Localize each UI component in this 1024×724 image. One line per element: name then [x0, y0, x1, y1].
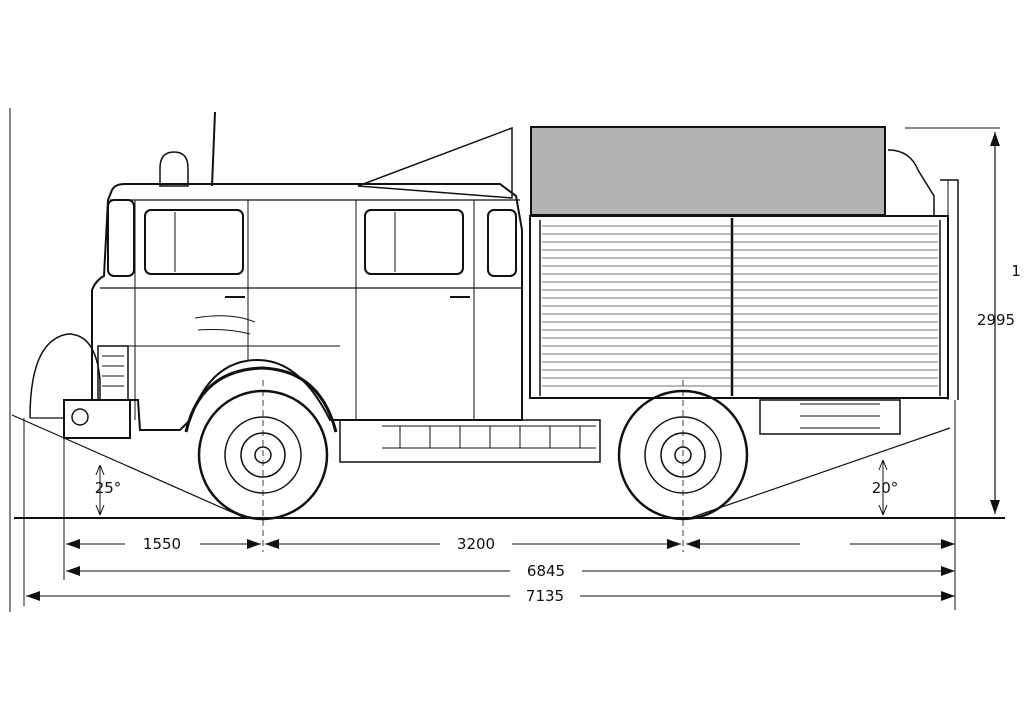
- height-label: 2995: [977, 311, 1015, 329]
- front-fender: [184, 366, 338, 433]
- departure-angle-lines: [689, 427, 951, 519]
- truck: [29, 111, 959, 463]
- redaction-box: [530, 126, 886, 216]
- height-dimension: [905, 127, 1000, 514]
- front-grille: [97, 345, 129, 401]
- front-overhang-label: 1550: [143, 535, 181, 553]
- rear-ladder: [887, 149, 959, 400]
- rear-toolbox: [759, 399, 901, 435]
- cab-outline: [91, 183, 523, 431]
- cab-door-window-1: [144, 209, 244, 275]
- roller-shutter-slats: [542, 225, 938, 387]
- headlight: [71, 408, 89, 426]
- chassis-rail: [339, 419, 601, 463]
- cab-door-window-2: [364, 209, 464, 275]
- dimension-line-6845: [66, 566, 955, 576]
- dimension-line-1550: [66, 539, 261, 549]
- dimension-line-3200: [265, 539, 955, 549]
- beacon-light: [159, 151, 189, 187]
- approach-angle-label: 25°: [95, 479, 122, 497]
- departure-angle-label: 20°: [872, 479, 899, 497]
- front-winch-guard: [29, 333, 101, 419]
- cab-rear-window: [487, 209, 517, 277]
- cab-front-window: [107, 199, 135, 277]
- side-ladder: [382, 425, 596, 449]
- front-bumper: [63, 399, 131, 439]
- roof-triangle: [357, 126, 513, 199]
- total-length-label: 7135: [526, 587, 564, 605]
- wheelbase-label: 3200: [457, 535, 495, 553]
- dimension-line-7135: [26, 591, 955, 601]
- body-length-label: 6845: [527, 562, 565, 580]
- equipment-body: [529, 215, 949, 399]
- antenna: [211, 111, 216, 187]
- height-marker-label: 1: [1011, 262, 1021, 280]
- approach-angle-lines: [11, 414, 246, 519]
